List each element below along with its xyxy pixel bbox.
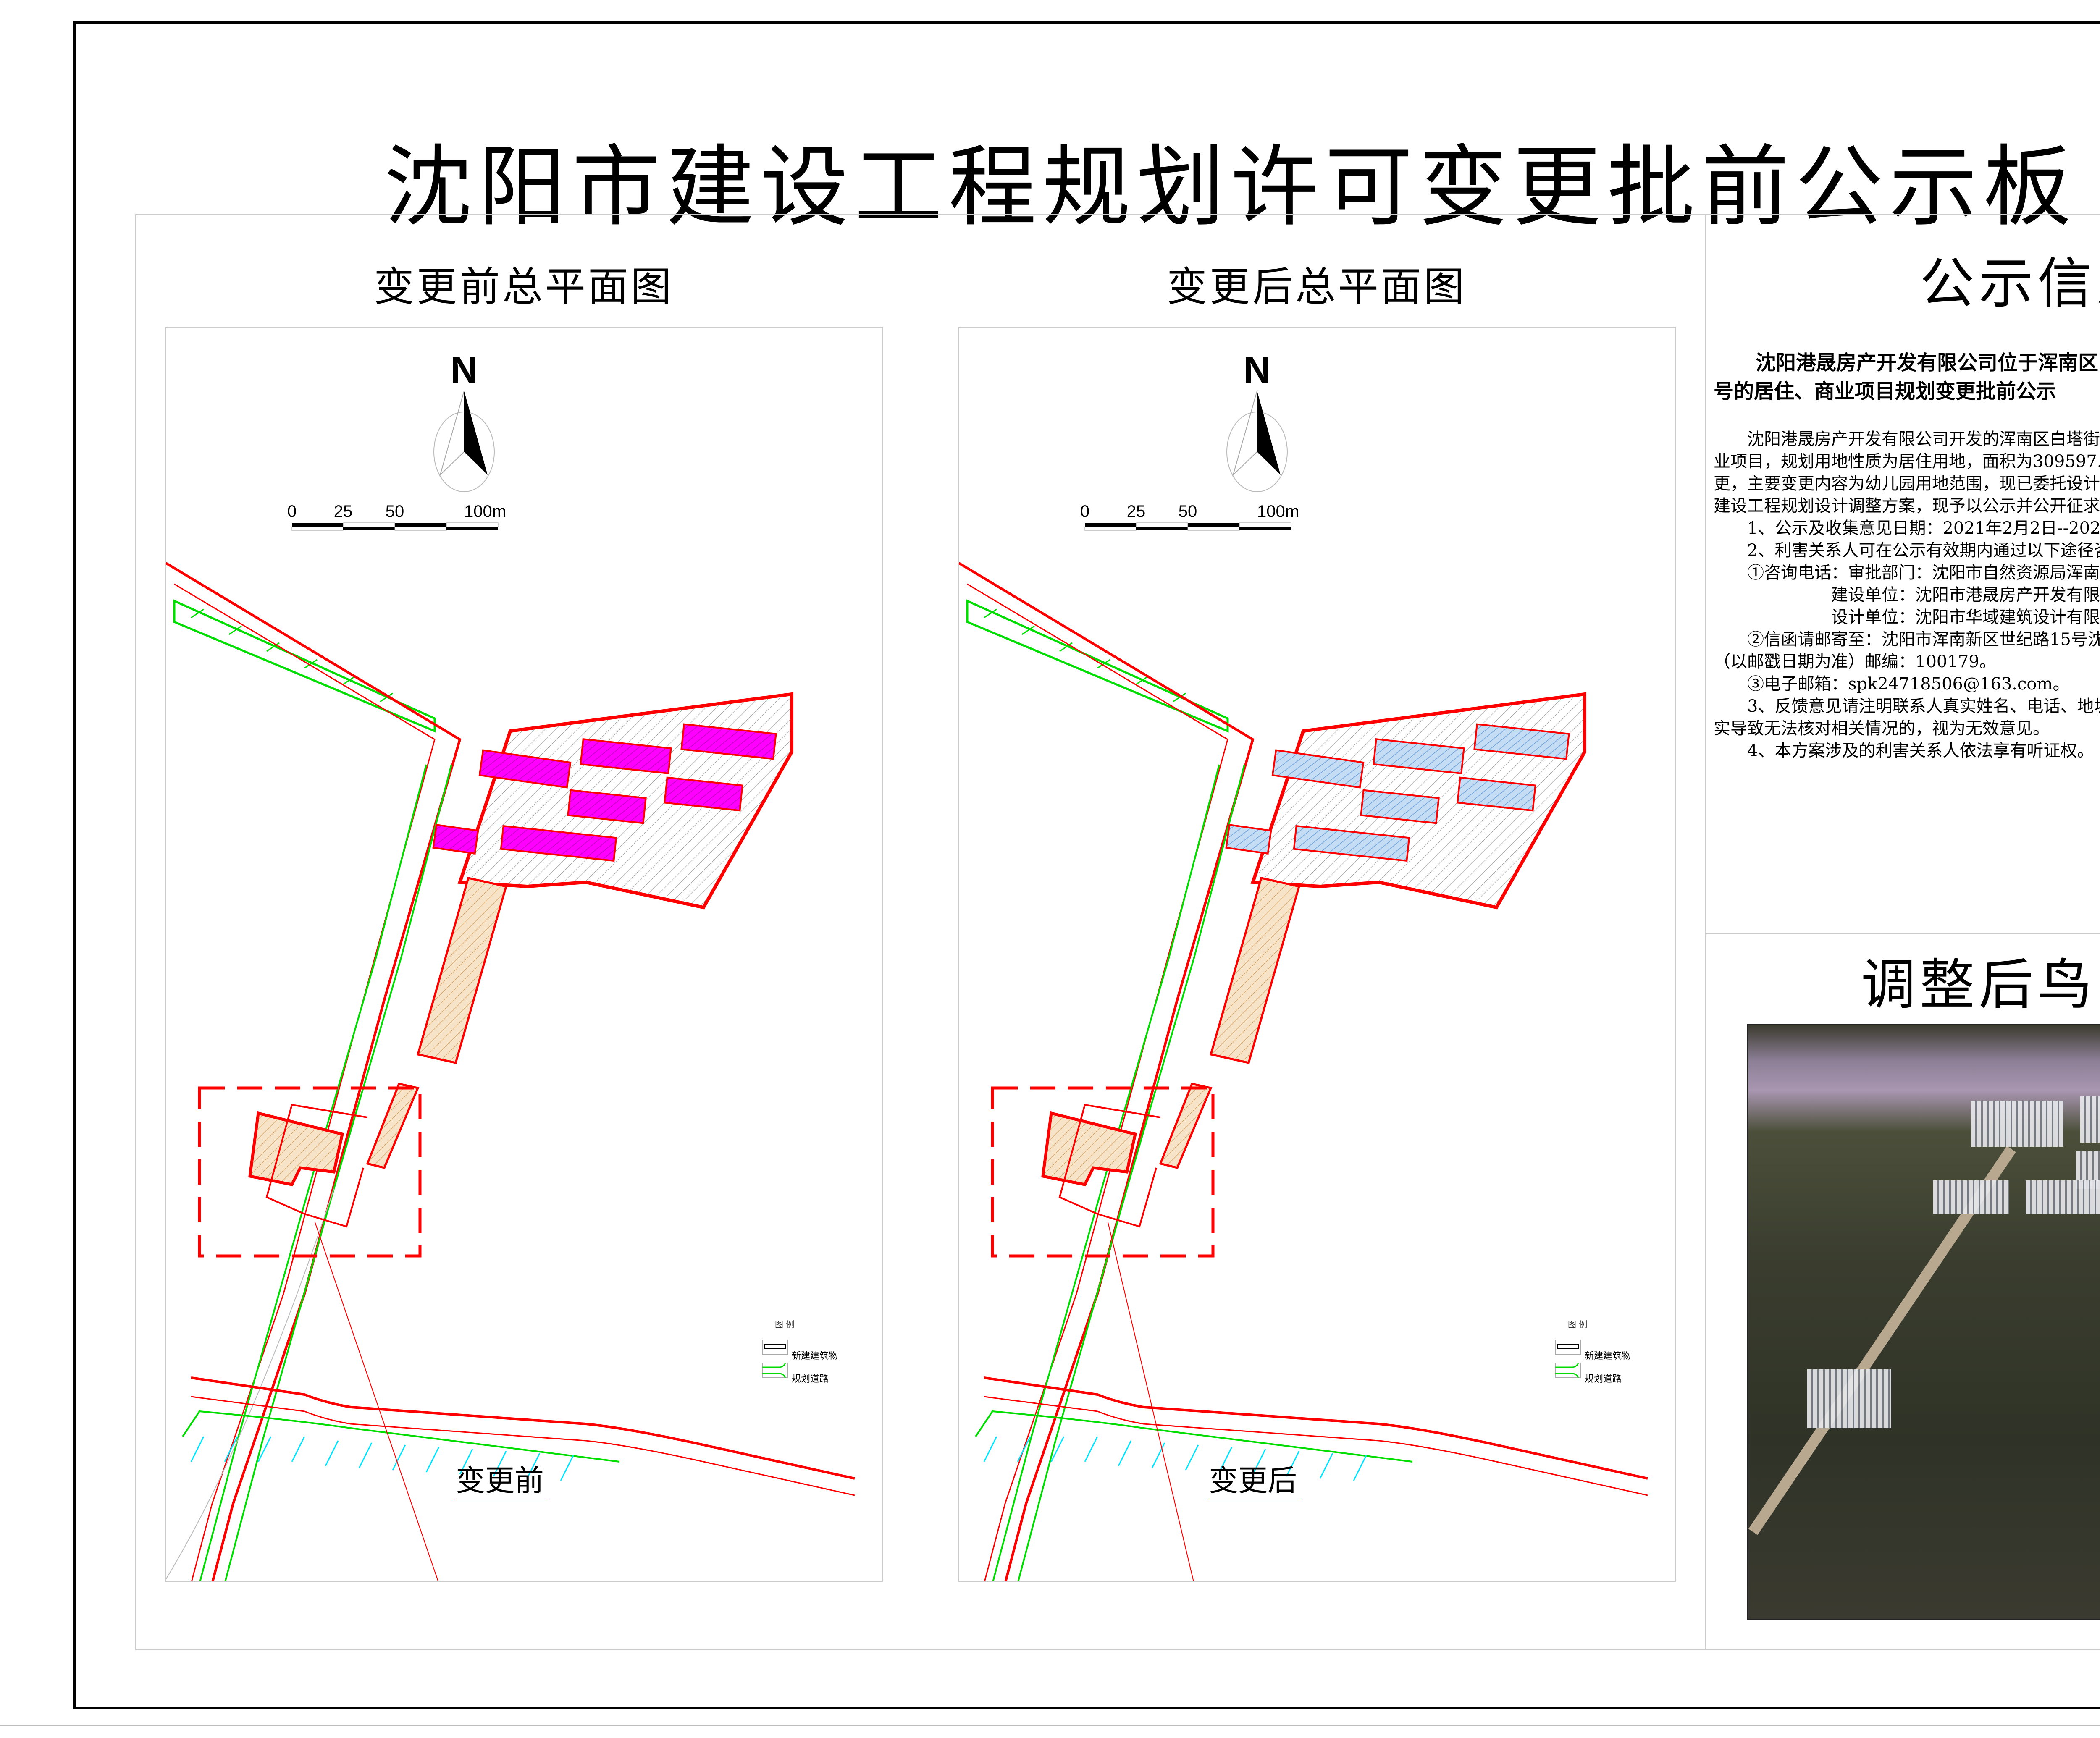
notice-mail-address: ②信函请邮寄至：沈阳市浑南新区世纪路15号沈阳市自然资源局浑南分局审批科（以邮戳… <box>1714 630 2100 671</box>
legend-item-new-building: 新建建筑物 <box>792 1351 838 1361</box>
aerial-kindergarten <box>1807 1369 1891 1428</box>
bottom-rule <box>0 1725 2100 1726</box>
aerial-building <box>2026 1180 2100 1214</box>
notice-email: ③电子邮箱：spk24718506@163.com。 <box>1747 674 2070 694</box>
svg-text:25: 25 <box>334 502 353 521</box>
notice-item-2: 2、利害关系人可在公示有效期内通过以下途径咨询或提出意见： <box>1747 541 2100 560</box>
notice-contact-builder: 建设单位：沈阳市港晟房产开发有限公司，024-32217555； <box>1831 585 2100 605</box>
legend-box: 图 例 <box>762 1319 794 1378</box>
svg-text:50: 50 <box>386 502 404 521</box>
notice-intro: 沈阳港晟房产开发有限公司开发的浑南区白塔街26号、沈营大街522号的居住、商业项… <box>1714 430 2100 516</box>
signoff-organization: 沈阳市自然资源局浑南分局 <box>1705 827 2100 854</box>
notice-item-4: 4、本方案涉及的利害关系人依法享有听证权。 <box>1747 741 2094 760</box>
notice-contact-phone: ①咨询电话：审批部门：沈阳市自然资源局浑南分局审批科，024-24820955； <box>1747 563 2100 582</box>
board-frame <box>73 21 2100 1709</box>
after-plan-title: 变更后总平面图 <box>1167 263 1467 310</box>
notice-item-3: 3、反馈意见请注明联系人真实姓名、电话、地址等信息；如因信息不完整或不真实导致无… <box>1714 697 2100 738</box>
aerial-building <box>2080 1096 2100 1143</box>
legend-box: 图 例 <box>1555 1319 1587 1378</box>
after-site-plan-drawing: N 0 25 50 100m <box>959 349 1648 1581</box>
notice-body: 沈阳港晟房产开发有限公司开发的浑南区白塔街26号、沈营大街522号的居住、商业项… <box>1714 428 2100 762</box>
north-arrow-icon: N <box>433 349 495 492</box>
svg-text:N: N <box>451 349 478 391</box>
notice-title: 公示信息 <box>1919 252 2100 315</box>
legend-item-planned-road: 规划道路 <box>1585 1374 1622 1384</box>
scale-bar: 0 25 50 100m <box>1080 502 1299 531</box>
notice-signoff: 沈阳市自然资源局浑南分局 2021年2月2日 <box>1705 827 2100 881</box>
before-plan-title: 变更前总平面图 <box>374 263 674 310</box>
before-site-plan[interactable]: N 0 25 50 100m <box>165 327 883 1582</box>
building-blocks <box>432 723 777 862</box>
legend-item-planned-road: 规划道路 <box>792 1374 829 1384</box>
content-frame <box>135 214 2100 1650</box>
scale-bar: 0 25 50 100m <box>287 502 506 531</box>
svg-text:0: 0 <box>287 502 297 521</box>
svg-text:图 例: 图 例 <box>1568 1319 1587 1329</box>
aerial-building <box>1971 1101 2063 1147</box>
column-divider <box>1705 214 1706 1650</box>
aerial-building <box>1933 1180 2009 1214</box>
right-panel-divider <box>1705 933 2100 934</box>
before-site-plan-drawing: N 0 25 50 100m <box>166 349 855 1581</box>
notice-contact-designer: 设计单位：沈阳市华域建筑设计有限公司，024-23939755； <box>1831 608 2100 627</box>
north-arrow-icon: N <box>1226 349 1288 492</box>
notice-item-1: 1、公示及收集意见日期：2021年2月2日--2021年2月9日（7个工作日） <box>1747 519 2100 538</box>
svg-text:0: 0 <box>1080 502 1089 521</box>
svg-text:N: N <box>1244 349 1271 391</box>
after-callout-label: 变更后 <box>1209 1466 1301 1499</box>
after-site-plan[interactable]: N 0 25 50 100m <box>958 327 1676 1582</box>
svg-text:25: 25 <box>1127 502 1146 521</box>
aerial-rendering-image <box>1747 1024 2100 1620</box>
legend-title: 图 例 <box>775 1319 794 1329</box>
svg-text:100m: 100m <box>464 502 506 521</box>
legend-item-new-building: 新建建筑物 <box>1585 1351 1631 1361</box>
before-callout-label: 变更前 <box>456 1466 548 1499</box>
building-blocks <box>1225 723 1570 862</box>
svg-text:100m: 100m <box>1257 502 1299 521</box>
svg-text:50: 50 <box>1179 502 1197 521</box>
board-title: 沈阳市建设工程规划许可变更批前公示板 <box>383 135 2077 239</box>
aerial-title: 调整后鸟瞰图 <box>1861 953 2100 1017</box>
notice-heading: 沈阳港晟房产开发有限公司位于浑南区白塔街26号、沈营大街522号的居住、商业项目… <box>1714 351 2100 403</box>
signoff-date: 2021年2月2日 <box>1705 854 2100 881</box>
